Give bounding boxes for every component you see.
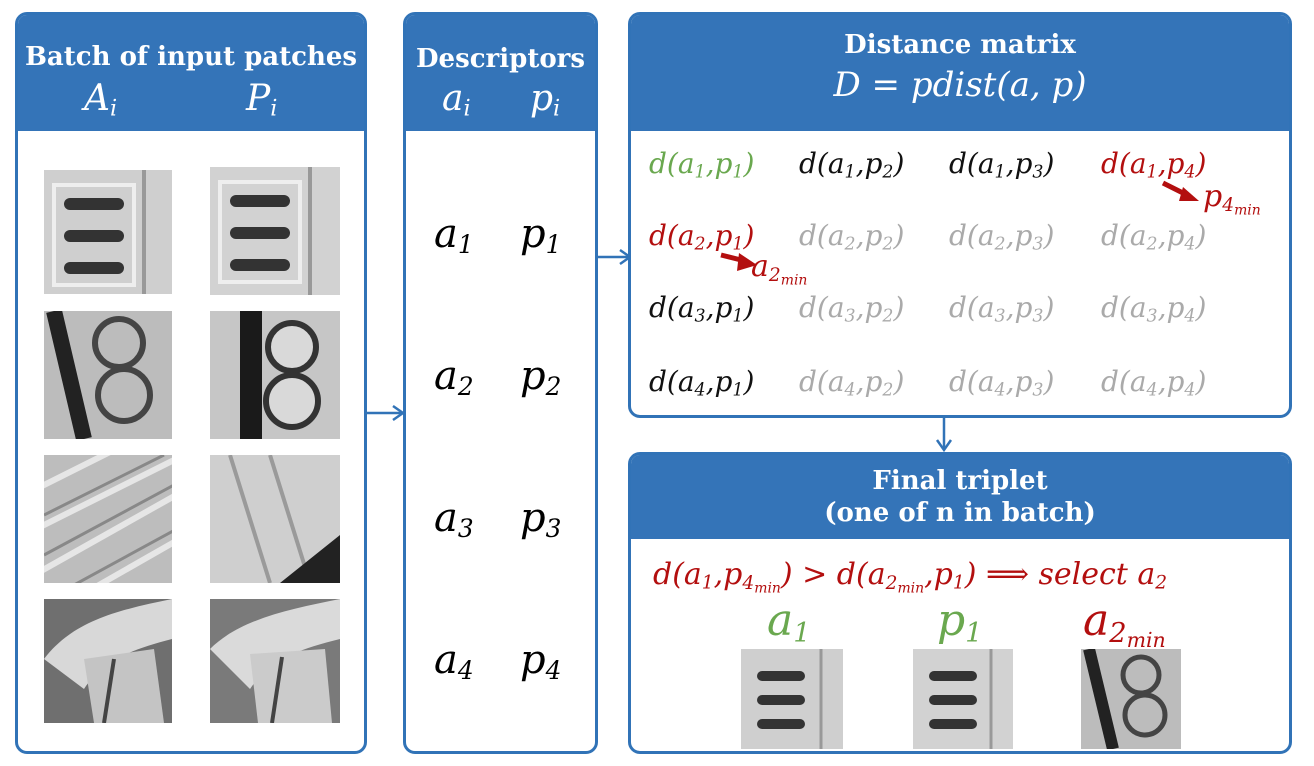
matrix-cell-4-1: d(a4,p1) [649, 365, 755, 401]
matrix-cell-4-2: d(a4,p2) [799, 365, 905, 401]
final-triplet-subtitle: (one of n in batch) [824, 498, 1096, 528]
final-triplet-title: Final triplet [872, 466, 1048, 496]
p4min-label: p4min [1203, 179, 1261, 219]
descriptor-p3: p3 [520, 495, 562, 544]
batch-col-a-label: Ai [84, 78, 118, 122]
final-label-a1: a1 [767, 595, 811, 649]
patch-a1 [44, 170, 172, 294]
batch-col-p-label: Pi [246, 78, 278, 122]
batch-panel: Batch of input patches Ai Pi [15, 12, 367, 754]
patch-p2 [210, 311, 340, 439]
p4min-arrow [1161, 180, 1199, 201]
patch-a3 [44, 455, 172, 583]
distance-matrix-panel: Distance matrix D = pdist(a, p) d(a1,p1)… [628, 12, 1292, 418]
descriptor-a4: a4 [434, 637, 474, 686]
descriptors-panel-title: Descriptors [416, 44, 585, 74]
batch-panel-header: Batch of input patches Ai Pi [18, 15, 364, 131]
descriptors-panel-header: Descriptors ai pi [406, 15, 595, 131]
a2min-label: a2min [751, 249, 808, 289]
patch-p3 [210, 455, 340, 583]
patch-a4 [44, 599, 172, 723]
matrix-cell-1-2: d(a1,p2) [799, 147, 905, 183]
matrix-cell-3-1: d(a3,p1) [649, 291, 755, 327]
descriptors-panel: Descriptors ai pi a1 p1 a2 p2 a3 p3 a4 p… [403, 12, 598, 754]
final-patch-a2min [1081, 649, 1181, 749]
distance-matrix-formula: D = pdist(a, p) [833, 65, 1087, 105]
descriptor-a3: a3 [434, 495, 474, 544]
matrix-cell-4-3: d(a4,p3) [949, 365, 1055, 401]
a2min-arrow [720, 252, 757, 271]
final-patch-a1 [741, 649, 843, 749]
matrix-cell-2-3: d(a2,p3) [949, 219, 1055, 255]
matrix-cell-2-2: d(a2,p2) [799, 219, 905, 255]
final-triplet-formula: d(a1,p4min) > d(a2min,p1) ⟹ select a2 [653, 557, 1168, 597]
patch-a2 [44, 311, 172, 439]
matrix-cell-4-4: d(a4,p4) [1101, 365, 1207, 401]
final-label-a2min: a2min [1083, 595, 1166, 652]
distance-matrix-title: Distance matrix [844, 30, 1076, 60]
matrix-cell-3-3: d(a3,p3) [949, 291, 1055, 327]
final-triplet-header: Final triplet (one of n in batch) [631, 455, 1289, 539]
descriptor-p4: p4 [520, 637, 562, 686]
descriptors-col-a-label: ai [442, 78, 471, 122]
patch-p1 [210, 167, 340, 295]
matrix-cell-1-4: d(a1,p4) [1101, 147, 1207, 183]
arrow-distance-to-final [935, 418, 953, 453]
descriptor-p1: p1 [520, 211, 562, 260]
final-patch-p1 [913, 649, 1013, 749]
descriptor-a2: a2 [434, 353, 474, 402]
descriptor-a1: a1 [434, 211, 474, 260]
arrow-batch-to-descriptors [367, 404, 406, 422]
matrix-cell-1-1: d(a1,p1) [649, 147, 755, 183]
descriptor-p2: p2 [520, 353, 562, 402]
matrix-cell-3-4: d(a3,p4) [1101, 291, 1207, 327]
patch-p4 [210, 599, 340, 723]
descriptors-col-p-label: pi [530, 78, 561, 122]
matrix-cell-1-3: d(a1,p3) [949, 147, 1055, 183]
distance-matrix-header: Distance matrix D = pdist(a, p) [631, 15, 1289, 131]
final-label-p1: p1 [937, 595, 983, 649]
batch-panel-title: Batch of input patches [24, 42, 358, 72]
final-triplet-panel: Final triplet (one of n in batch) d(a1,p… [628, 452, 1292, 754]
matrix-cell-3-2: d(a3,p2) [799, 291, 905, 327]
matrix-cell-2-4: d(a2,p4) [1101, 219, 1207, 255]
matrix-cell-2-1: d(a2,p1) [649, 219, 755, 255]
